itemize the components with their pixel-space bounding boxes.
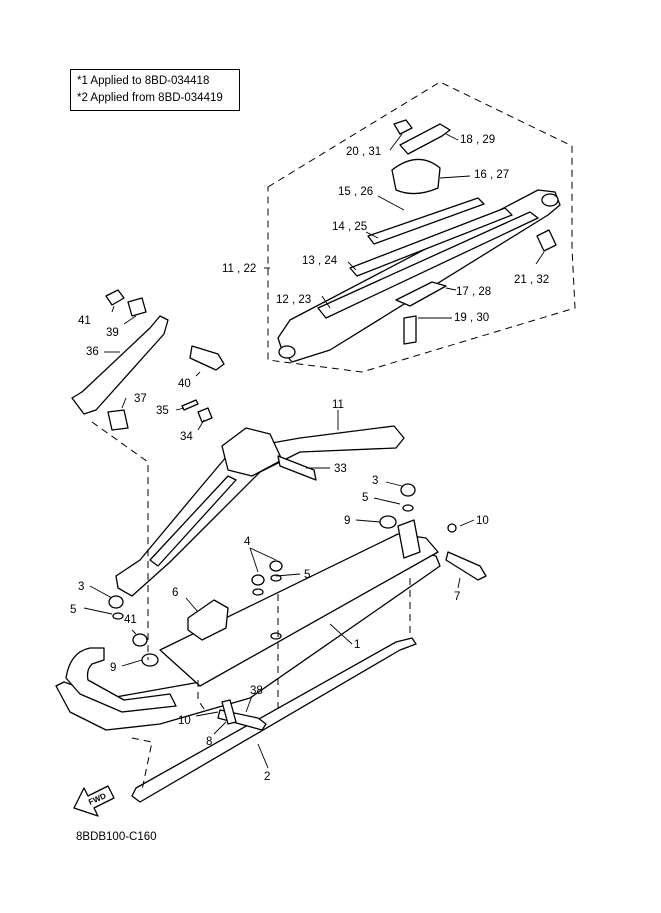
callout-11: 11	[332, 399, 344, 411]
callout-34: 34	[180, 431, 193, 443]
nut-9-front	[379, 515, 397, 529]
nut-20-31	[393, 119, 413, 135]
bracket-18-29	[399, 123, 451, 155]
callout-7: 7	[454, 591, 460, 603]
callout-9-rear: 9	[110, 662, 116, 674]
nut-4b	[269, 560, 283, 572]
callout-6: 6	[172, 587, 178, 599]
callout-39: 39	[106, 327, 119, 339]
leader-lines	[83, 133, 545, 769]
ski-bracket-front	[397, 519, 421, 559]
spring-clamp	[221, 427, 283, 477]
ski-body	[159, 533, 439, 687]
washer-5-rear	[112, 612, 124, 620]
callout-14-25: 14 , 25	[332, 221, 367, 233]
wear-bar-2	[131, 637, 417, 803]
diagram-code: 8BDB100-C160	[76, 831, 157, 843]
bolt-33	[277, 455, 317, 481]
callout-37: 37	[134, 393, 147, 405]
collar-39	[127, 297, 147, 317]
leaf-spring-11-secondary	[149, 475, 237, 567]
callout-41-upper: 41	[78, 315, 91, 327]
bolt-40	[189, 345, 225, 371]
callout-41-lower: 41	[124, 614, 137, 626]
callout-9-front: 9	[344, 515, 350, 527]
nut-9-rear	[141, 653, 159, 667]
ski-assembly	[55, 483, 487, 803]
nut-34	[197, 407, 213, 423]
damper-36	[71, 315, 169, 415]
callout-3-rear: 3	[78, 581, 84, 593]
callout-5-rear: 5	[70, 604, 76, 616]
callout-20-31: 20 , 31	[346, 146, 381, 158]
nut-3-front	[400, 483, 416, 497]
alignment-line-5	[197, 680, 207, 713]
spring-eye-rear	[278, 345, 296, 359]
callout-11-22: 11 , 22	[222, 263, 256, 275]
bolt-10	[447, 523, 457, 533]
alignment-line-1	[91, 421, 149, 660]
pin-35	[181, 399, 199, 411]
pin-8	[221, 699, 237, 725]
plate-17-28	[395, 281, 447, 307]
nut-41-lower	[132, 633, 148, 647]
applicability-note-box: *1 Applied to 8BD-034418 *2 Applied from…	[70, 69, 240, 111]
callout-10-rear: 10	[178, 715, 191, 727]
callout-15-26: 15 , 26	[338, 186, 373, 198]
callout-33: 33	[334, 463, 347, 475]
bushing-21-32	[536, 229, 557, 252]
spring-eye-front	[541, 193, 559, 207]
nut-41-upper	[105, 289, 125, 306]
washer-5-mid-b	[270, 574, 282, 582]
callout-21-32: 21 , 32	[514, 274, 549, 286]
bolt-7	[445, 551, 487, 581]
callout-38: 38	[250, 685, 263, 697]
callout-19-30: 19 , 30	[454, 312, 489, 324]
collar-37	[107, 409, 129, 431]
callout-4: 4	[244, 536, 251, 548]
note-line-2: *2 Applied from 8BD-034419	[77, 92, 223, 104]
washer-5-front	[402, 504, 414, 512]
callout-3-front: 3	[372, 475, 378, 487]
spring-seat-16-27	[391, 158, 441, 195]
callout-12-23: 12 , 23	[276, 294, 311, 306]
callout-16-27: 16 , 27	[474, 169, 509, 181]
callout-18-29: 18 , 29	[460, 134, 495, 146]
leaf-spring-assembly-upper	[277, 119, 561, 363]
fwd-arrow-icon: FWD	[73, 785, 115, 817]
callout-labels: 20 , 31 18 , 29 16 , 27 15 , 26 14 , 25 …	[70, 134, 549, 783]
callout-17-28: 17 , 28	[456, 286, 491, 298]
callout-2: 2	[264, 771, 270, 783]
callout-40: 40	[178, 378, 191, 390]
leaf-14-25	[349, 207, 513, 277]
ski-handle	[65, 647, 177, 713]
note-line-1: *1 Applied to 8BD-034418	[77, 75, 210, 87]
callout-1: 1	[354, 639, 360, 651]
nut-3-rear	[108, 595, 124, 609]
damper-parts	[71, 289, 225, 431]
callout-10-front: 10	[476, 515, 489, 527]
callout-13-24: 13 , 24	[302, 255, 338, 267]
callout-8: 8	[206, 736, 212, 748]
washer-mid-c	[270, 632, 282, 640]
callout-5-mid: 5	[304, 569, 310, 581]
nut-4a	[251, 574, 265, 586]
washer-5-mid-a	[252, 588, 264, 596]
callout-35: 35	[156, 405, 169, 417]
bracket-6	[187, 599, 229, 641]
bolt-19-30	[403, 315, 417, 345]
alignment-line-4	[131, 737, 153, 791]
leaf-spring-lower	[115, 425, 405, 597]
leaf-13-24	[317, 211, 539, 319]
callout-5-front: 5	[362, 492, 368, 504]
leaf-15-26	[367, 197, 485, 245]
subassembly-boundary	[267, 81, 576, 373]
callout-36: 36	[86, 346, 99, 358]
